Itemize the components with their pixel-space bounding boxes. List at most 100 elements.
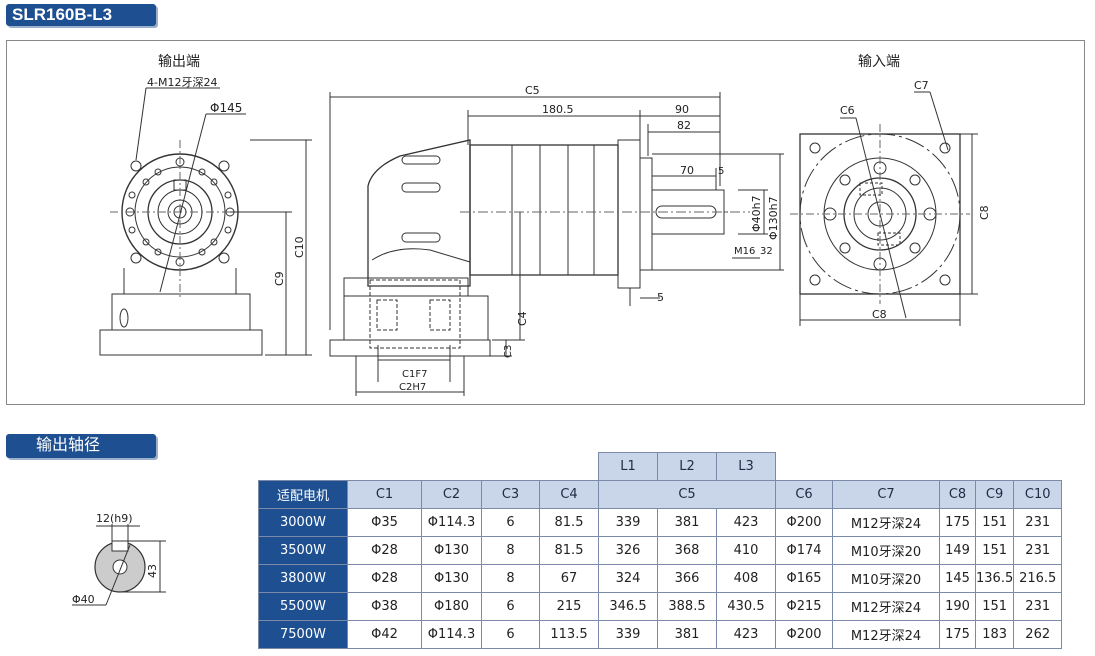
table-cell: 215 [539, 592, 599, 621]
phi40-label: Φ40h7 [750, 195, 763, 232]
bolt-label: 4-M12牙深24 [147, 76, 217, 89]
input-end-label: 输入端 [858, 54, 900, 70]
table-cell: Φ165 [775, 564, 833, 593]
table-cell: Φ114.3 [421, 620, 482, 649]
table-cell: M10牙深20 [832, 564, 940, 593]
table-cell: Φ200 [775, 508, 833, 537]
table-cell: 408 [716, 564, 776, 593]
shaft-section [72, 524, 166, 606]
table-cell: 151 [974, 536, 1015, 565]
m16-label: M16 [734, 246, 755, 257]
table-cell: M12牙深24 [832, 592, 940, 621]
c8-horizontal-label: C8 [872, 308, 887, 321]
input-end-view [790, 91, 978, 326]
table-cell: 6 [481, 592, 540, 621]
sub-header-l2: L2 [657, 452, 717, 481]
table-cell: M12牙深24 [832, 508, 940, 537]
table-cell: 339 [598, 620, 658, 649]
dim-5a-label: 5 [718, 166, 724, 177]
table-cell: 216.5 [1013, 564, 1063, 593]
dim-82-label: 82 [677, 119, 691, 132]
table-cell: Φ38 [347, 592, 422, 621]
motor-cell: 5500W [258, 592, 348, 621]
header-c4: C4 [539, 480, 599, 509]
table-cell: Φ114.3 [421, 508, 482, 537]
header-motor: 适配电机 [258, 480, 348, 509]
table-cell: 136.5 [974, 564, 1015, 593]
shaft-height-label: 43 [146, 564, 159, 578]
dim-32-label: 32 [760, 246, 773, 257]
table-cell: 190 [939, 592, 976, 621]
phi145-label: Φ145 [210, 101, 242, 115]
table-cell: 388.5 [657, 592, 717, 621]
table-cell: 8 [481, 564, 540, 593]
table-cell: Φ130 [421, 564, 482, 593]
table-cell: 410 [716, 536, 776, 565]
dim-90-label: 90 [675, 103, 689, 116]
sub-header-l3: L3 [716, 452, 776, 481]
table-cell: 151 [974, 508, 1015, 537]
table-cell: Φ130 [421, 536, 482, 565]
motor-cell: 3800W [258, 564, 348, 593]
table-cell: M10牙深20 [832, 536, 940, 565]
dim-5b-label: 5 [657, 291, 664, 304]
c6-label: C6 [840, 104, 855, 117]
table-cell: 67 [539, 564, 599, 593]
table-cell: 231 [1013, 536, 1063, 565]
table-cell: Φ28 [347, 536, 422, 565]
table-cell: Φ42 [347, 620, 422, 649]
header-c8: C8 [939, 480, 976, 509]
c1-label: C1F7 [402, 369, 427, 380]
table-cell: 149 [939, 536, 976, 565]
output-end-view [99, 87, 312, 356]
table-cell: 326 [598, 536, 658, 565]
table-cell: 151 [974, 592, 1015, 621]
table-cell: 262 [1013, 620, 1063, 649]
table-cell: 339 [598, 508, 658, 537]
table-cell: 183 [974, 620, 1015, 649]
table-cell: M12牙深24 [832, 620, 940, 649]
shaft-section-title: 输出轴径 [6, 434, 156, 458]
table-cell: 423 [716, 620, 776, 649]
table-cell: 324 [598, 564, 658, 593]
shaft-key-label: 12(h9) [96, 512, 133, 525]
header-c7: C7 [832, 480, 940, 509]
c5-label: C5 [525, 84, 540, 97]
header-c10: C10 [1013, 480, 1063, 509]
table-cell: 423 [716, 508, 776, 537]
table-cell: Φ180 [421, 592, 482, 621]
c10-label: C10 [293, 236, 306, 258]
table-cell: 6 [481, 508, 540, 537]
table-cell: Φ28 [347, 564, 422, 593]
sub-header-l1: L1 [598, 452, 658, 481]
table-cell: 6 [481, 620, 540, 649]
table-cell: 175 [939, 508, 976, 537]
table-cell: 231 [1013, 508, 1063, 537]
c9-label: C9 [273, 271, 286, 286]
header-c3: C3 [481, 480, 540, 509]
table-cell: 8 [481, 536, 540, 565]
spec-table: L1 L2 L3 适配电机 C1 C2 C3 C4 C5 C6 C7 C8 C9… [258, 452, 1063, 649]
header-c6: C6 [775, 480, 833, 509]
table-cell: 145 [939, 564, 976, 593]
table-cell: 430.5 [716, 592, 776, 621]
table-cell: 231 [1013, 592, 1063, 621]
motor-cell: 7500W [258, 620, 348, 649]
c8-vertical-label: C8 [978, 205, 991, 220]
table-cell: 81.5 [539, 536, 599, 565]
dim-70-label: 70 [680, 164, 694, 177]
table-cell: Φ215 [775, 592, 833, 621]
header-c5: C5 [598, 480, 776, 509]
model-title: SLR160B-L3 [6, 4, 156, 26]
table-cell: Φ174 [775, 536, 833, 565]
header-c9: C9 [974, 480, 1015, 509]
sub-header-row: L1 L2 L3 [259, 452, 1062, 481]
motor-cell: 3500W [258, 536, 348, 565]
side-view [329, 92, 784, 396]
table-cell: 175 [939, 620, 976, 649]
